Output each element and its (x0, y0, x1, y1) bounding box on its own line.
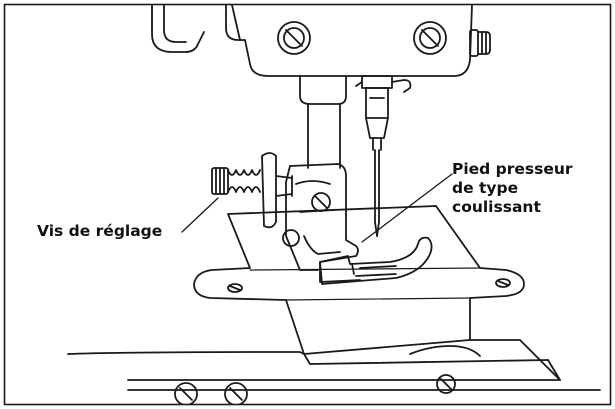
side-knob (469, 29, 491, 57)
sliding-bed (67, 339, 561, 381)
adjust-screw-label: Vis de réglage (37, 222, 163, 240)
head-front-edge (231, 5, 241, 41)
top-left-bracket (151, 5, 205, 53)
needle-bar (355, 75, 412, 151)
bed-bottom-details (127, 374, 601, 404)
adjusting-spring (227, 169, 261, 193)
diagram-border (3, 3, 612, 406)
adjusting-screw (211, 152, 293, 229)
presser-foot-label-line-1: Pied presseur (452, 160, 573, 178)
needle (374, 149, 380, 237)
presser-foot-label-line-3: coulissant (452, 198, 541, 216)
presser-bar (299, 75, 347, 169)
leader-line-adjust-screw (181, 197, 219, 233)
presser-foot-label: Pied presseur de type coulissant (452, 160, 573, 217)
presser-foot-label-line-2: de type (452, 179, 519, 197)
presser-foot (282, 163, 361, 283)
head-screw-right (413, 21, 447, 55)
head-screw-left (277, 21, 311, 55)
leader-line-presser-foot (361, 173, 453, 243)
sliding-foot-sole (319, 236, 433, 285)
top-left-bracket-inner (163, 5, 187, 43)
machine-head (225, 5, 473, 77)
